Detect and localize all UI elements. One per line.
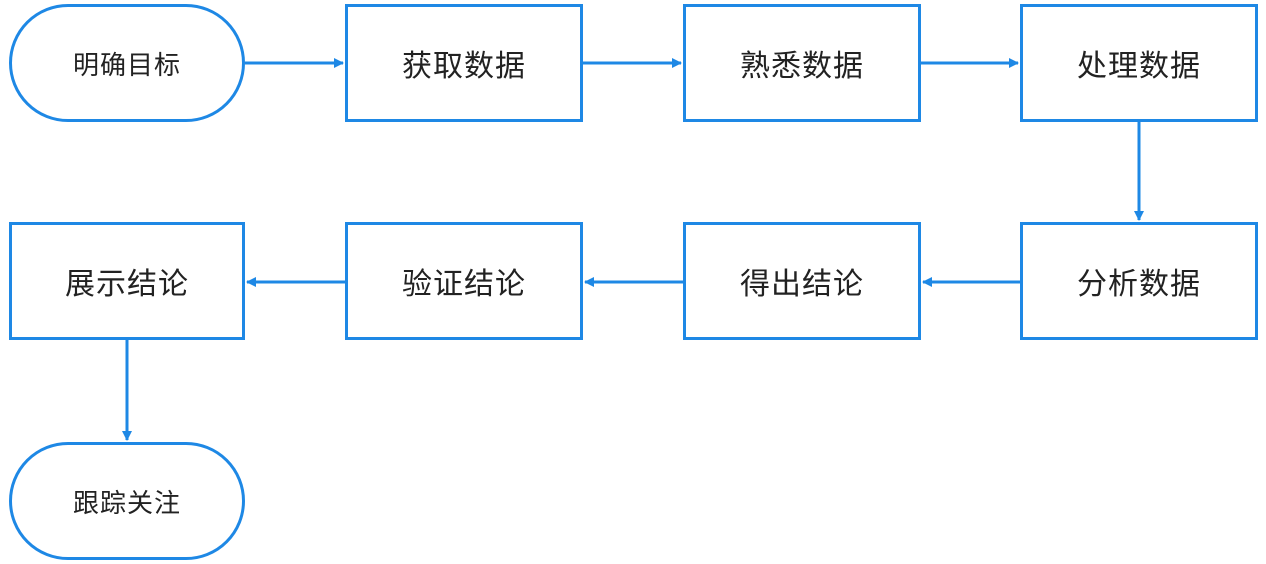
node-label: 获取数据 (402, 49, 526, 84)
node-label: 熟悉数据 (740, 49, 864, 84)
node-present-conclusion: 展示结论 (9, 222, 245, 340)
node-process-data: 处理数据 (1020, 4, 1258, 122)
node-define-goal: 明确目标 (9, 4, 245, 122)
node-acquire-data: 获取数据 (345, 4, 583, 122)
node-label: 跟踪关注 (72, 488, 181, 519)
node-verify-conclusion: 验证结论 (345, 222, 583, 340)
node-label: 得出结论 (740, 267, 864, 302)
node-draw-conclusion: 得出结论 (683, 222, 921, 340)
node-label: 分析数据 (1077, 267, 1201, 302)
node-track-follow-up: 跟踪关注 (9, 442, 245, 560)
node-label: 处理数据 (1077, 49, 1201, 84)
node-label: 明确目标 (72, 50, 181, 81)
node-label: 展示结论 (65, 267, 189, 302)
node-label: 验证结论 (402, 267, 526, 302)
node-familiarize-data: 熟悉数据 (683, 4, 921, 122)
node-analyze-data: 分析数据 (1020, 222, 1258, 340)
